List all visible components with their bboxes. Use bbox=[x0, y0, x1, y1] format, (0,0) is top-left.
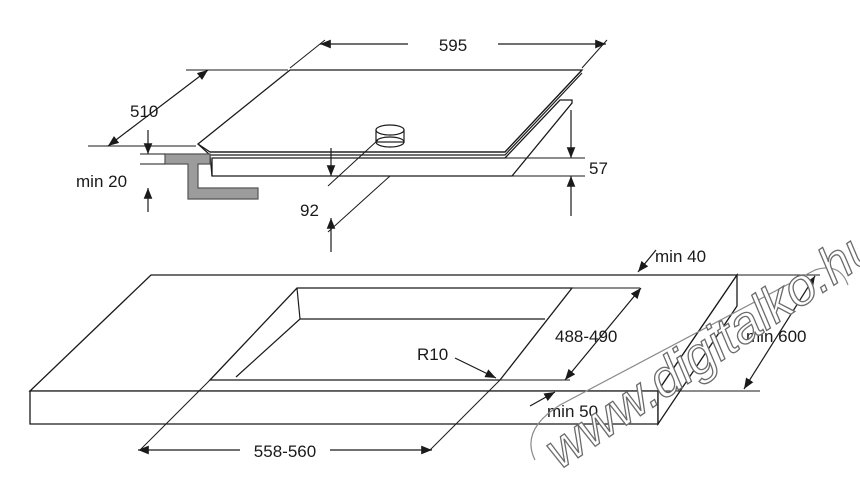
worktop-section bbox=[164, 153, 259, 200]
dim-min-back-label: min 40 bbox=[655, 247, 706, 266]
dim-min-below: min 50 bbox=[529, 391, 598, 421]
dim-height: 57 bbox=[505, 110, 608, 216]
dim-width: 595 bbox=[289, 36, 608, 69]
hob-drawing bbox=[164, 69, 584, 200]
dim-height-label: 57 bbox=[589, 159, 608, 178]
dim-min-front-label: min 20 bbox=[76, 172, 127, 191]
dim-min-below-label: min 50 bbox=[547, 402, 598, 421]
dim-under-depth: 92 bbox=[300, 139, 391, 252]
dim-min-back: min 40 bbox=[637, 247, 706, 273]
dim-cutout-width-label: 558-560 bbox=[254, 442, 316, 461]
dim-cutout-depth-label: 488-490 bbox=[555, 327, 617, 346]
dim-under-depth-label: 92 bbox=[300, 201, 319, 220]
dim-min-front: min 20 bbox=[76, 130, 165, 212]
dim-depth: 510 bbox=[88, 69, 288, 147]
dim-min-side-label: min 600 bbox=[746, 327, 806, 346]
dim-radius: R10 bbox=[417, 345, 497, 379]
dim-cutout-width: 558-560 bbox=[138, 379, 501, 461]
dim-min-side: min 600 bbox=[658, 274, 820, 392]
dim-radius-label: R10 bbox=[417, 345, 448, 364]
dim-depth-label: 510 bbox=[130, 102, 158, 121]
dim-cutout-depth: 488-490 bbox=[500, 287, 642, 381]
dim-width-label: 595 bbox=[439, 36, 467, 55]
